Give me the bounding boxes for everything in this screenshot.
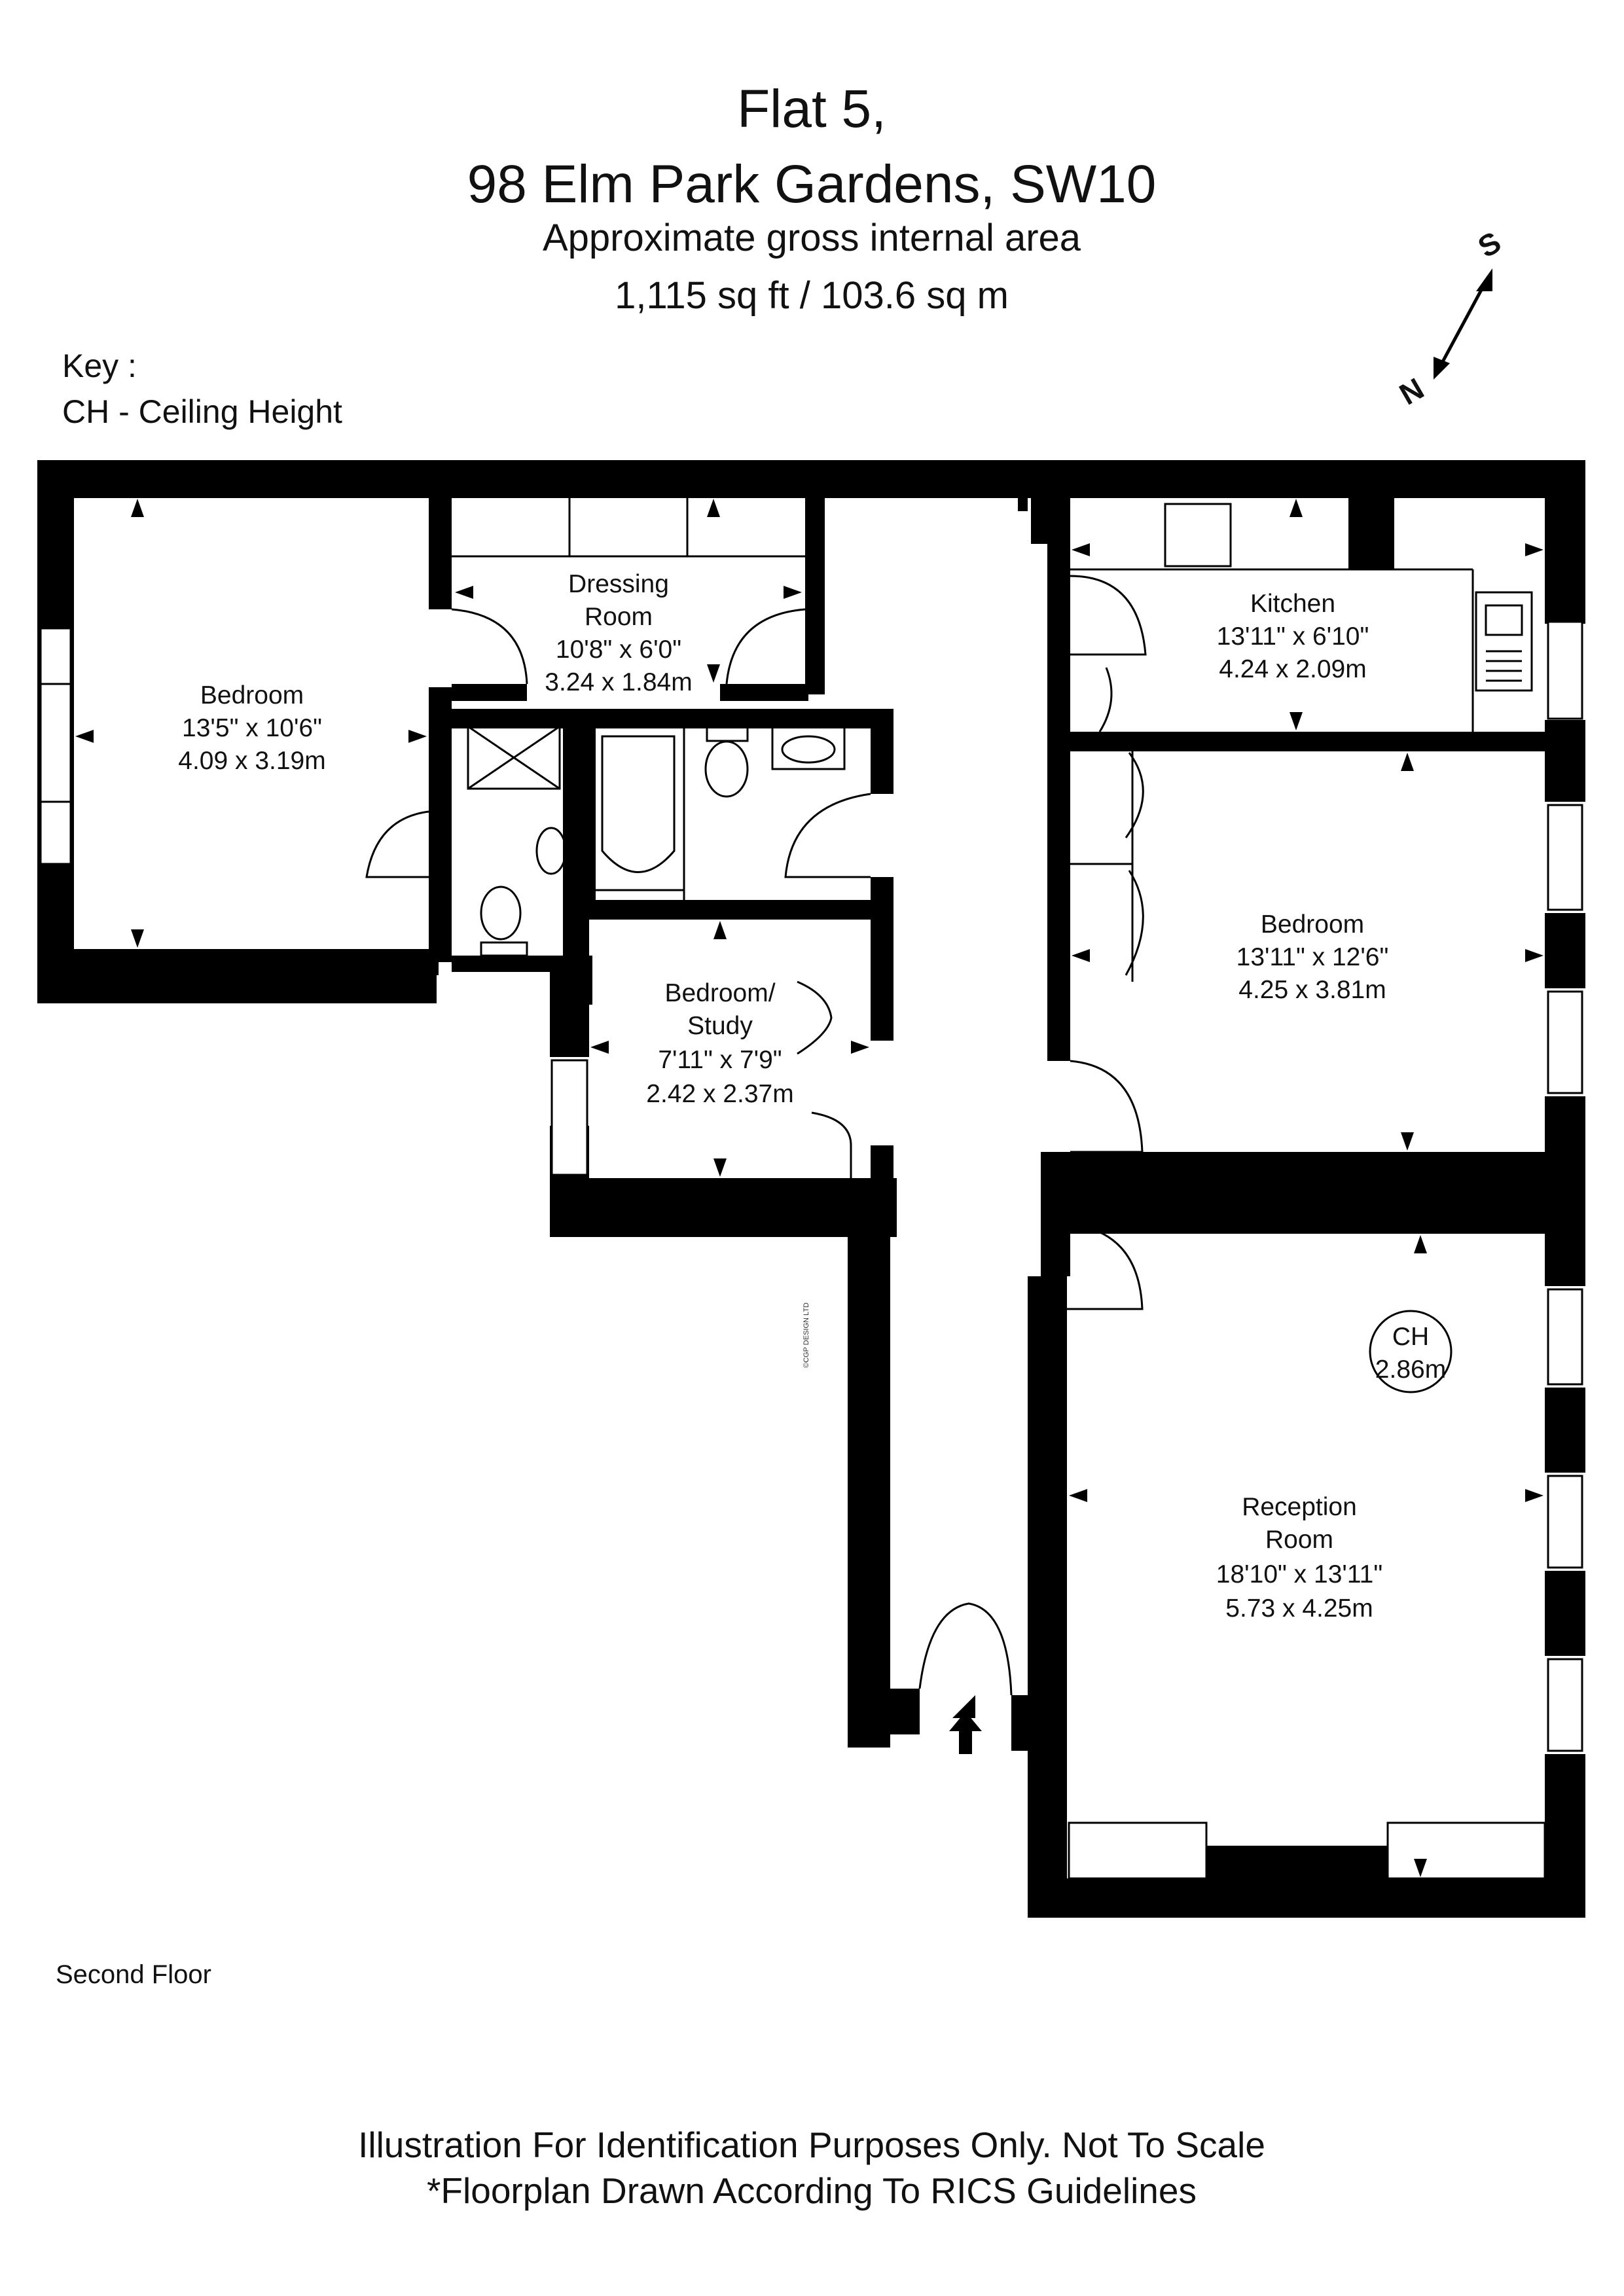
dressing-name-2: Room bbox=[585, 603, 653, 631]
compass-south: S bbox=[1472, 224, 1507, 264]
bedroom2-imperial: 13'11" x 12'6" bbox=[1236, 943, 1389, 971]
ceiling-height-badge bbox=[1369, 1310, 1453, 1393]
compass-north: N bbox=[1394, 371, 1430, 412]
doors bbox=[365, 575, 1147, 1696]
dimension-arrows bbox=[75, 499, 1543, 1877]
area-value: 1,115 sq ft / 103.6 sq m bbox=[615, 274, 1009, 317]
key-heading: Key : bbox=[62, 348, 137, 384]
dressing-imperial: 10'8" x 6'0" bbox=[556, 636, 681, 664]
window-mullions bbox=[41, 683, 71, 803]
ceiling-height-value: 2.86m bbox=[1375, 1355, 1446, 1384]
reception-imperial: 18'10" x 13'11" bbox=[1216, 1560, 1382, 1588]
copyright-mark: ©CGP DESIGN LTD bbox=[803, 1302, 810, 1368]
key-entry: CH - Ceiling Height bbox=[62, 393, 342, 430]
area-label: Approximate gross internal area bbox=[542, 217, 1081, 259]
kitchen-name: Kitchen bbox=[1250, 590, 1335, 618]
ceiling-height-label: CH bbox=[1392, 1323, 1429, 1351]
room-labels: Bedroom 13'5" x 10'6" 4.09 x 3.19m Dress… bbox=[178, 570, 1453, 1623]
fixtures bbox=[452, 498, 1533, 982]
reception-name-1: Reception bbox=[1242, 1493, 1357, 1521]
property-title-line1: Flat 5, bbox=[737, 79, 886, 139]
bedroom2-metric: 4.25 x 3.81m bbox=[1238, 976, 1386, 1004]
compass: S N bbox=[1394, 224, 1507, 411]
reception-metric: 5.73 x 4.25m bbox=[1225, 1594, 1373, 1623]
study-name-1: Bedroom/ bbox=[664, 979, 775, 1007]
disclaimer-line1: Illustration For Identification Purposes… bbox=[358, 2125, 1265, 2165]
bedroom2-name: Bedroom bbox=[1261, 910, 1364, 939]
walls bbox=[37, 460, 1585, 1918]
bedroom1-imperial: 13'5" x 10'6" bbox=[182, 714, 322, 742]
bedroom1-name: Bedroom bbox=[200, 681, 304, 709]
kitchen-imperial: 13'11" x 6'10" bbox=[1217, 622, 1369, 651]
kitchen-metric: 4.24 x 2.09m bbox=[1219, 655, 1366, 683]
bedroom1-metric: 4.09 x 3.19m bbox=[178, 747, 325, 775]
floor-label: Second Floor bbox=[56, 1960, 211, 1989]
copyright-text: ©CGP DESIGN LTD bbox=[803, 1302, 810, 1368]
entrance-arrow bbox=[949, 1712, 982, 1754]
dressing-metric: 3.24 x 1.84m bbox=[545, 668, 692, 696]
property-title-line2: 98 Elm Park Gardens, SW10 bbox=[467, 154, 1157, 214]
disclaimer-line2: *Floorplan Drawn According To RICS Guide… bbox=[427, 2170, 1197, 2211]
windows bbox=[39, 620, 1583, 1880]
study-metric: 2.42 x 2.37m bbox=[646, 1080, 793, 1108]
study-name-2: Study bbox=[687, 1012, 753, 1040]
dressing-name-1: Dressing bbox=[568, 570, 669, 598]
reception-name-2: Room bbox=[1265, 1526, 1333, 1554]
study-imperial: 7'11" x 7'9" bbox=[658, 1046, 782, 1074]
